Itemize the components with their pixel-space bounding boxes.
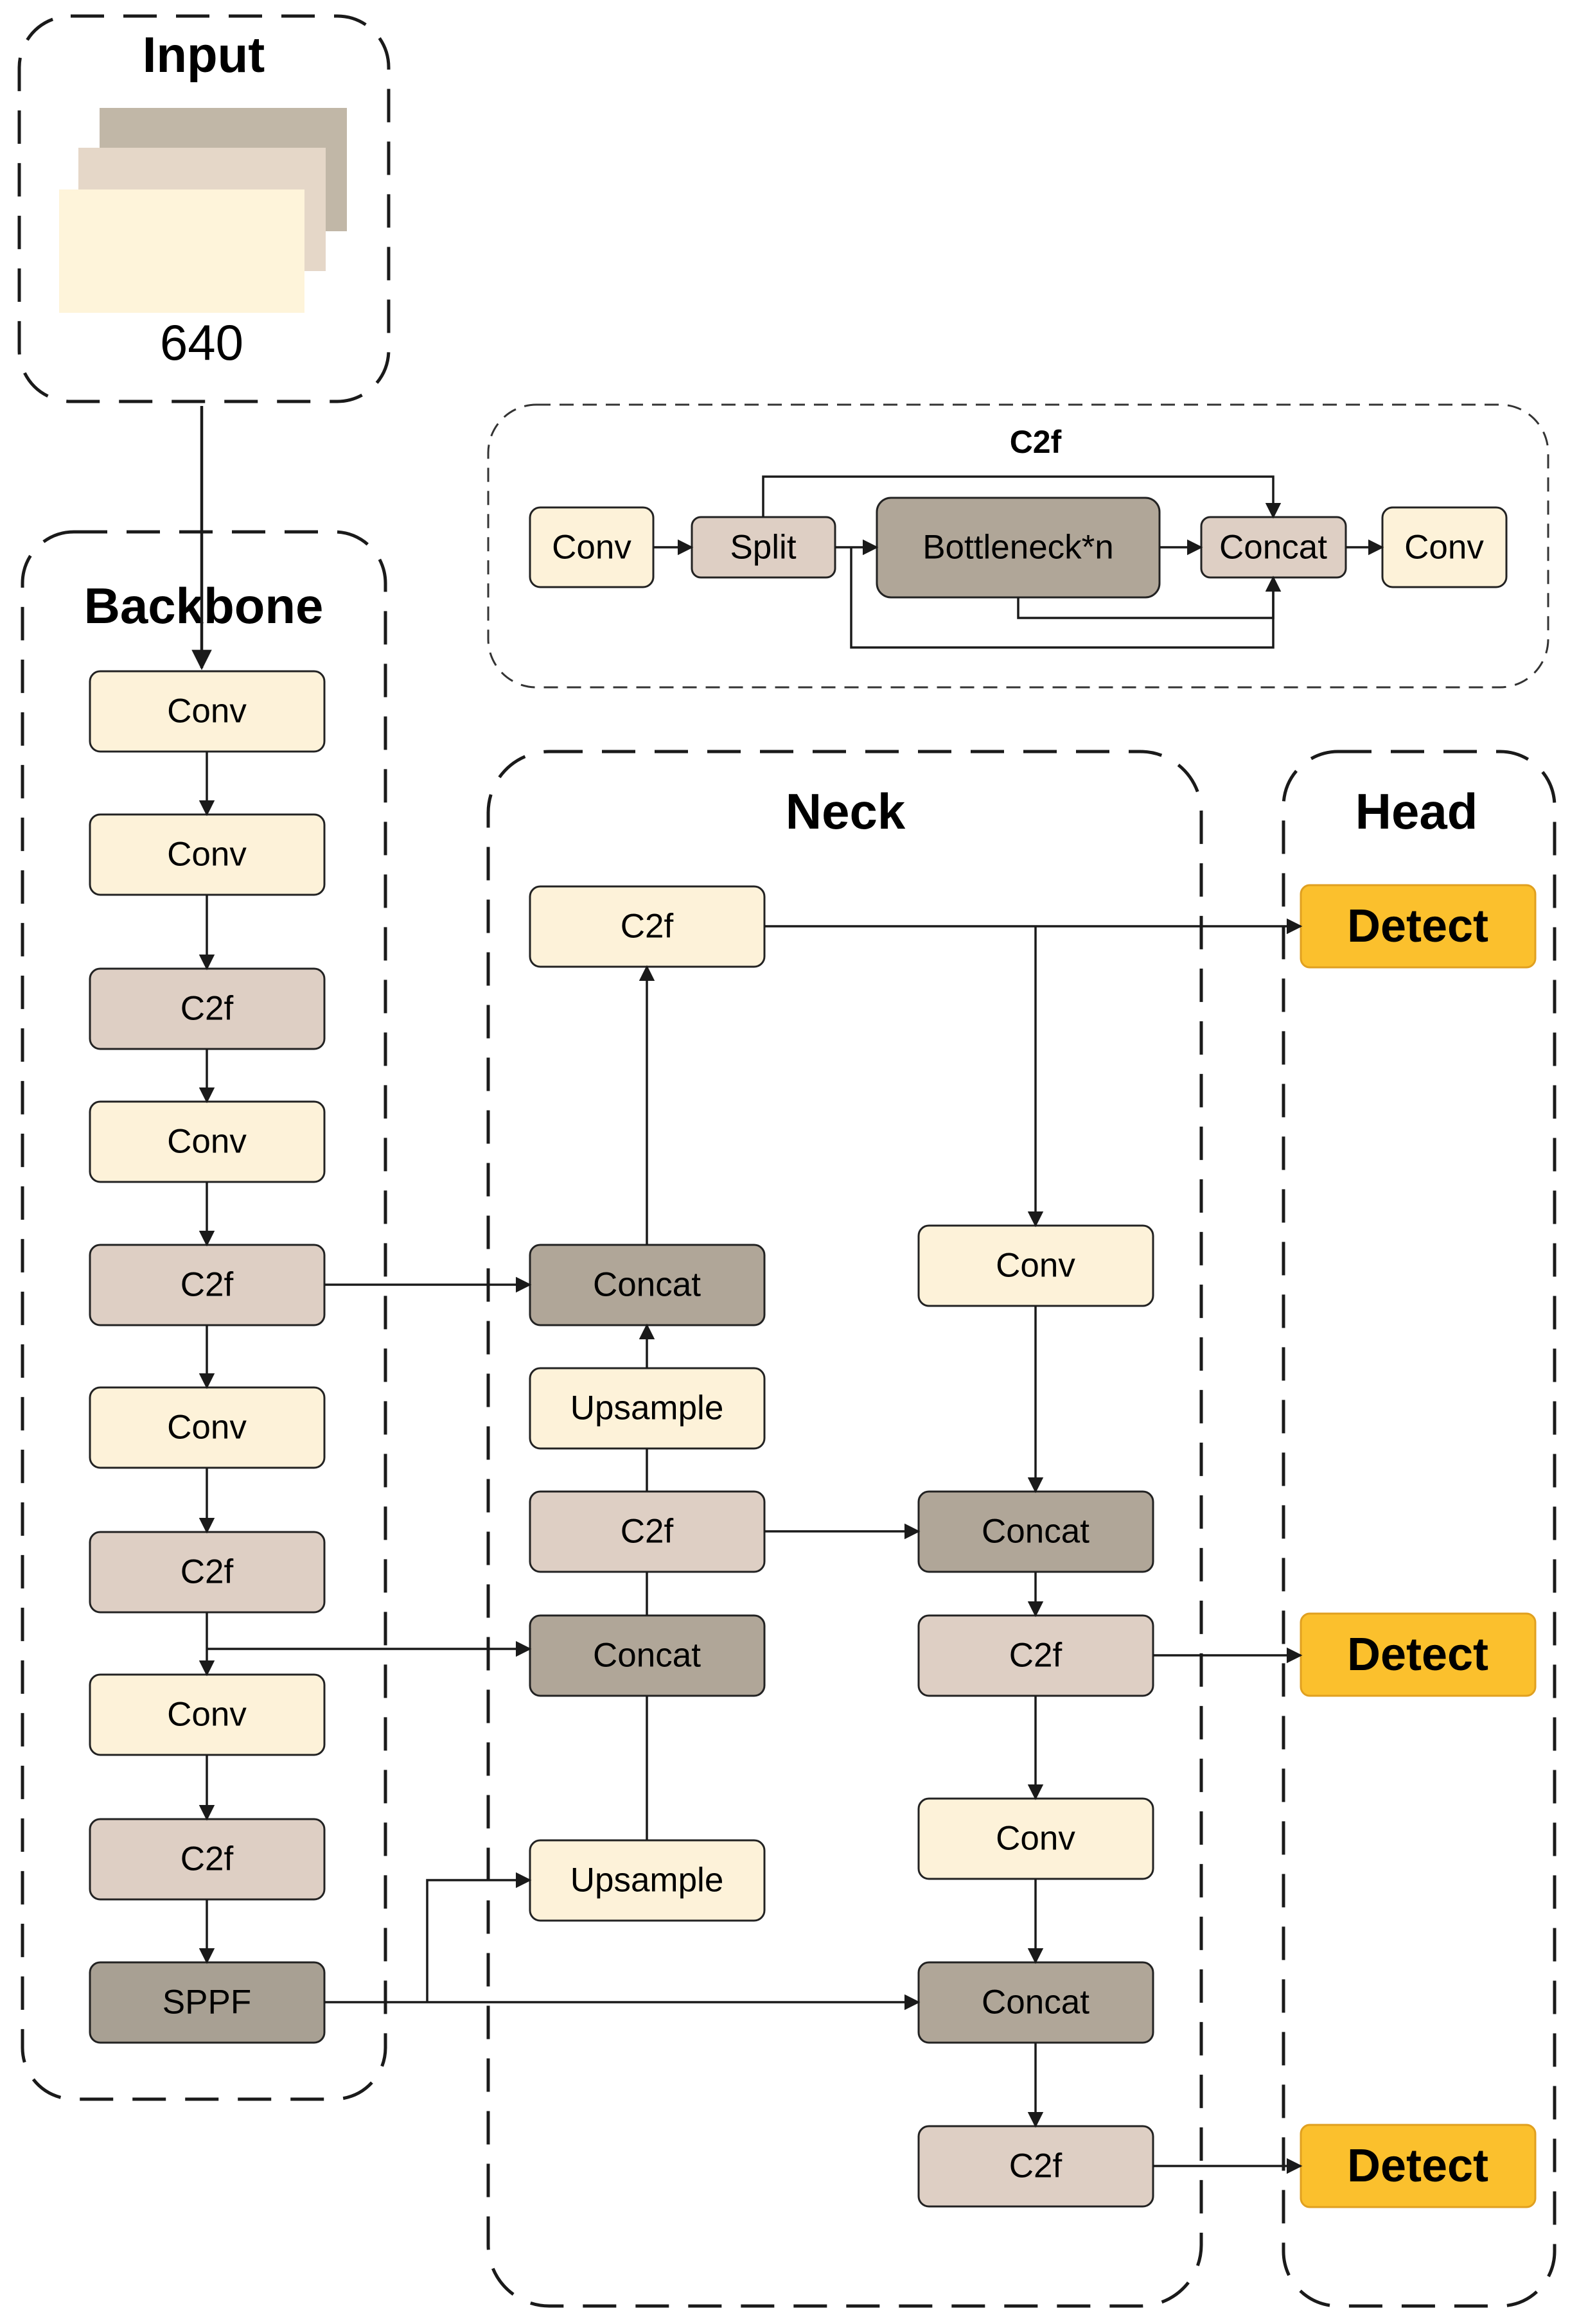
head-node-h2-label: Detect (1347, 1629, 1488, 1680)
neck-node-m2-label: Concat (982, 1513, 1089, 1551)
backbone-region: Backbone (21, 530, 387, 2101)
c2f-detail: Conv Split Bottleneck*n Concat Conv (529, 475, 1508, 649)
neck-node-n2-label: Concat (593, 1266, 701, 1304)
neck-node-m6-label: C2f (1009, 2147, 1063, 2185)
c2f-detail-conv-in-label: Conv (552, 529, 631, 567)
c2f-detail-region: C2f (487, 403, 1549, 689)
neck-node-m5-label: Concat (982, 1984, 1089, 2021)
neck-region: Neck (486, 750, 1203, 2308)
backbone-node-b5-label: C2f (181, 1266, 234, 1304)
neck-node-n6-label: Upsample (570, 1862, 724, 1899)
backbone-node-b8-label: Conv (167, 1696, 247, 1734)
neck-node-n5-label: Concat (593, 1637, 701, 1675)
neck-nodes: C2f Concat Upsample C2f Concat Upsample … (529, 885, 1154, 2208)
head-region: Head (1282, 750, 1557, 2308)
neck-node-n3-label: Upsample (570, 1389, 724, 1427)
backbone-node-b6-label: Conv (167, 1409, 247, 1447)
neck-node-m4-label: Conv (996, 1820, 1075, 1858)
neck-edges (207, 918, 1303, 2174)
backbone-node-b10-label: SPPF (163, 1984, 251, 2021)
c2f-detail-split-label: Split (730, 529, 796, 567)
backbone-node-b2-label: Conv (167, 836, 247, 874)
c2f-detail-conv-out-label: Conv (1404, 529, 1484, 567)
neck-title: Neck (786, 783, 906, 840)
input-image-front (59, 189, 304, 313)
edge-c2f-detail-split-skip-top (762, 475, 1282, 519)
backbone-node-b3-label: C2f (181, 990, 234, 1028)
backbone-node-b9-label: C2f (181, 1840, 234, 1878)
head-title: Head (1355, 783, 1478, 840)
backbone-node-b1-label: Conv (167, 692, 247, 730)
head-node-h3-label: Detect (1347, 2140, 1488, 2192)
neck-node-n1-label: C2f (621, 908, 674, 946)
neck-node-m1-label: Conv (996, 1247, 1075, 1285)
input-region: Input 640 (17, 14, 391, 403)
c2f-detail-title: C2f (1010, 424, 1062, 460)
input-title: Input (143, 26, 265, 83)
edge-c2f-detail-bottleneck-skip (1017, 576, 1282, 619)
c2f-detail-bottleneck-label: Bottleneck*n (922, 529, 1114, 567)
neck-node-n4-label: C2f (621, 1513, 674, 1551)
edge-b10-n6 (426, 1872, 532, 2002)
backbone-node-b4-label: Conv (167, 1123, 247, 1161)
neck-node-m3-label: C2f (1009, 1637, 1063, 1675)
c2f-detail-concat-label: Concat (1219, 529, 1327, 567)
input-size-label: 640 (160, 314, 243, 371)
head-nodes: Detect Detect Detect (1300, 884, 1537, 2208)
head-node-h1-label: Detect (1347, 901, 1488, 952)
backbone-node-b7-label: C2f (181, 1553, 234, 1591)
backbone-title: Backbone (84, 577, 324, 634)
